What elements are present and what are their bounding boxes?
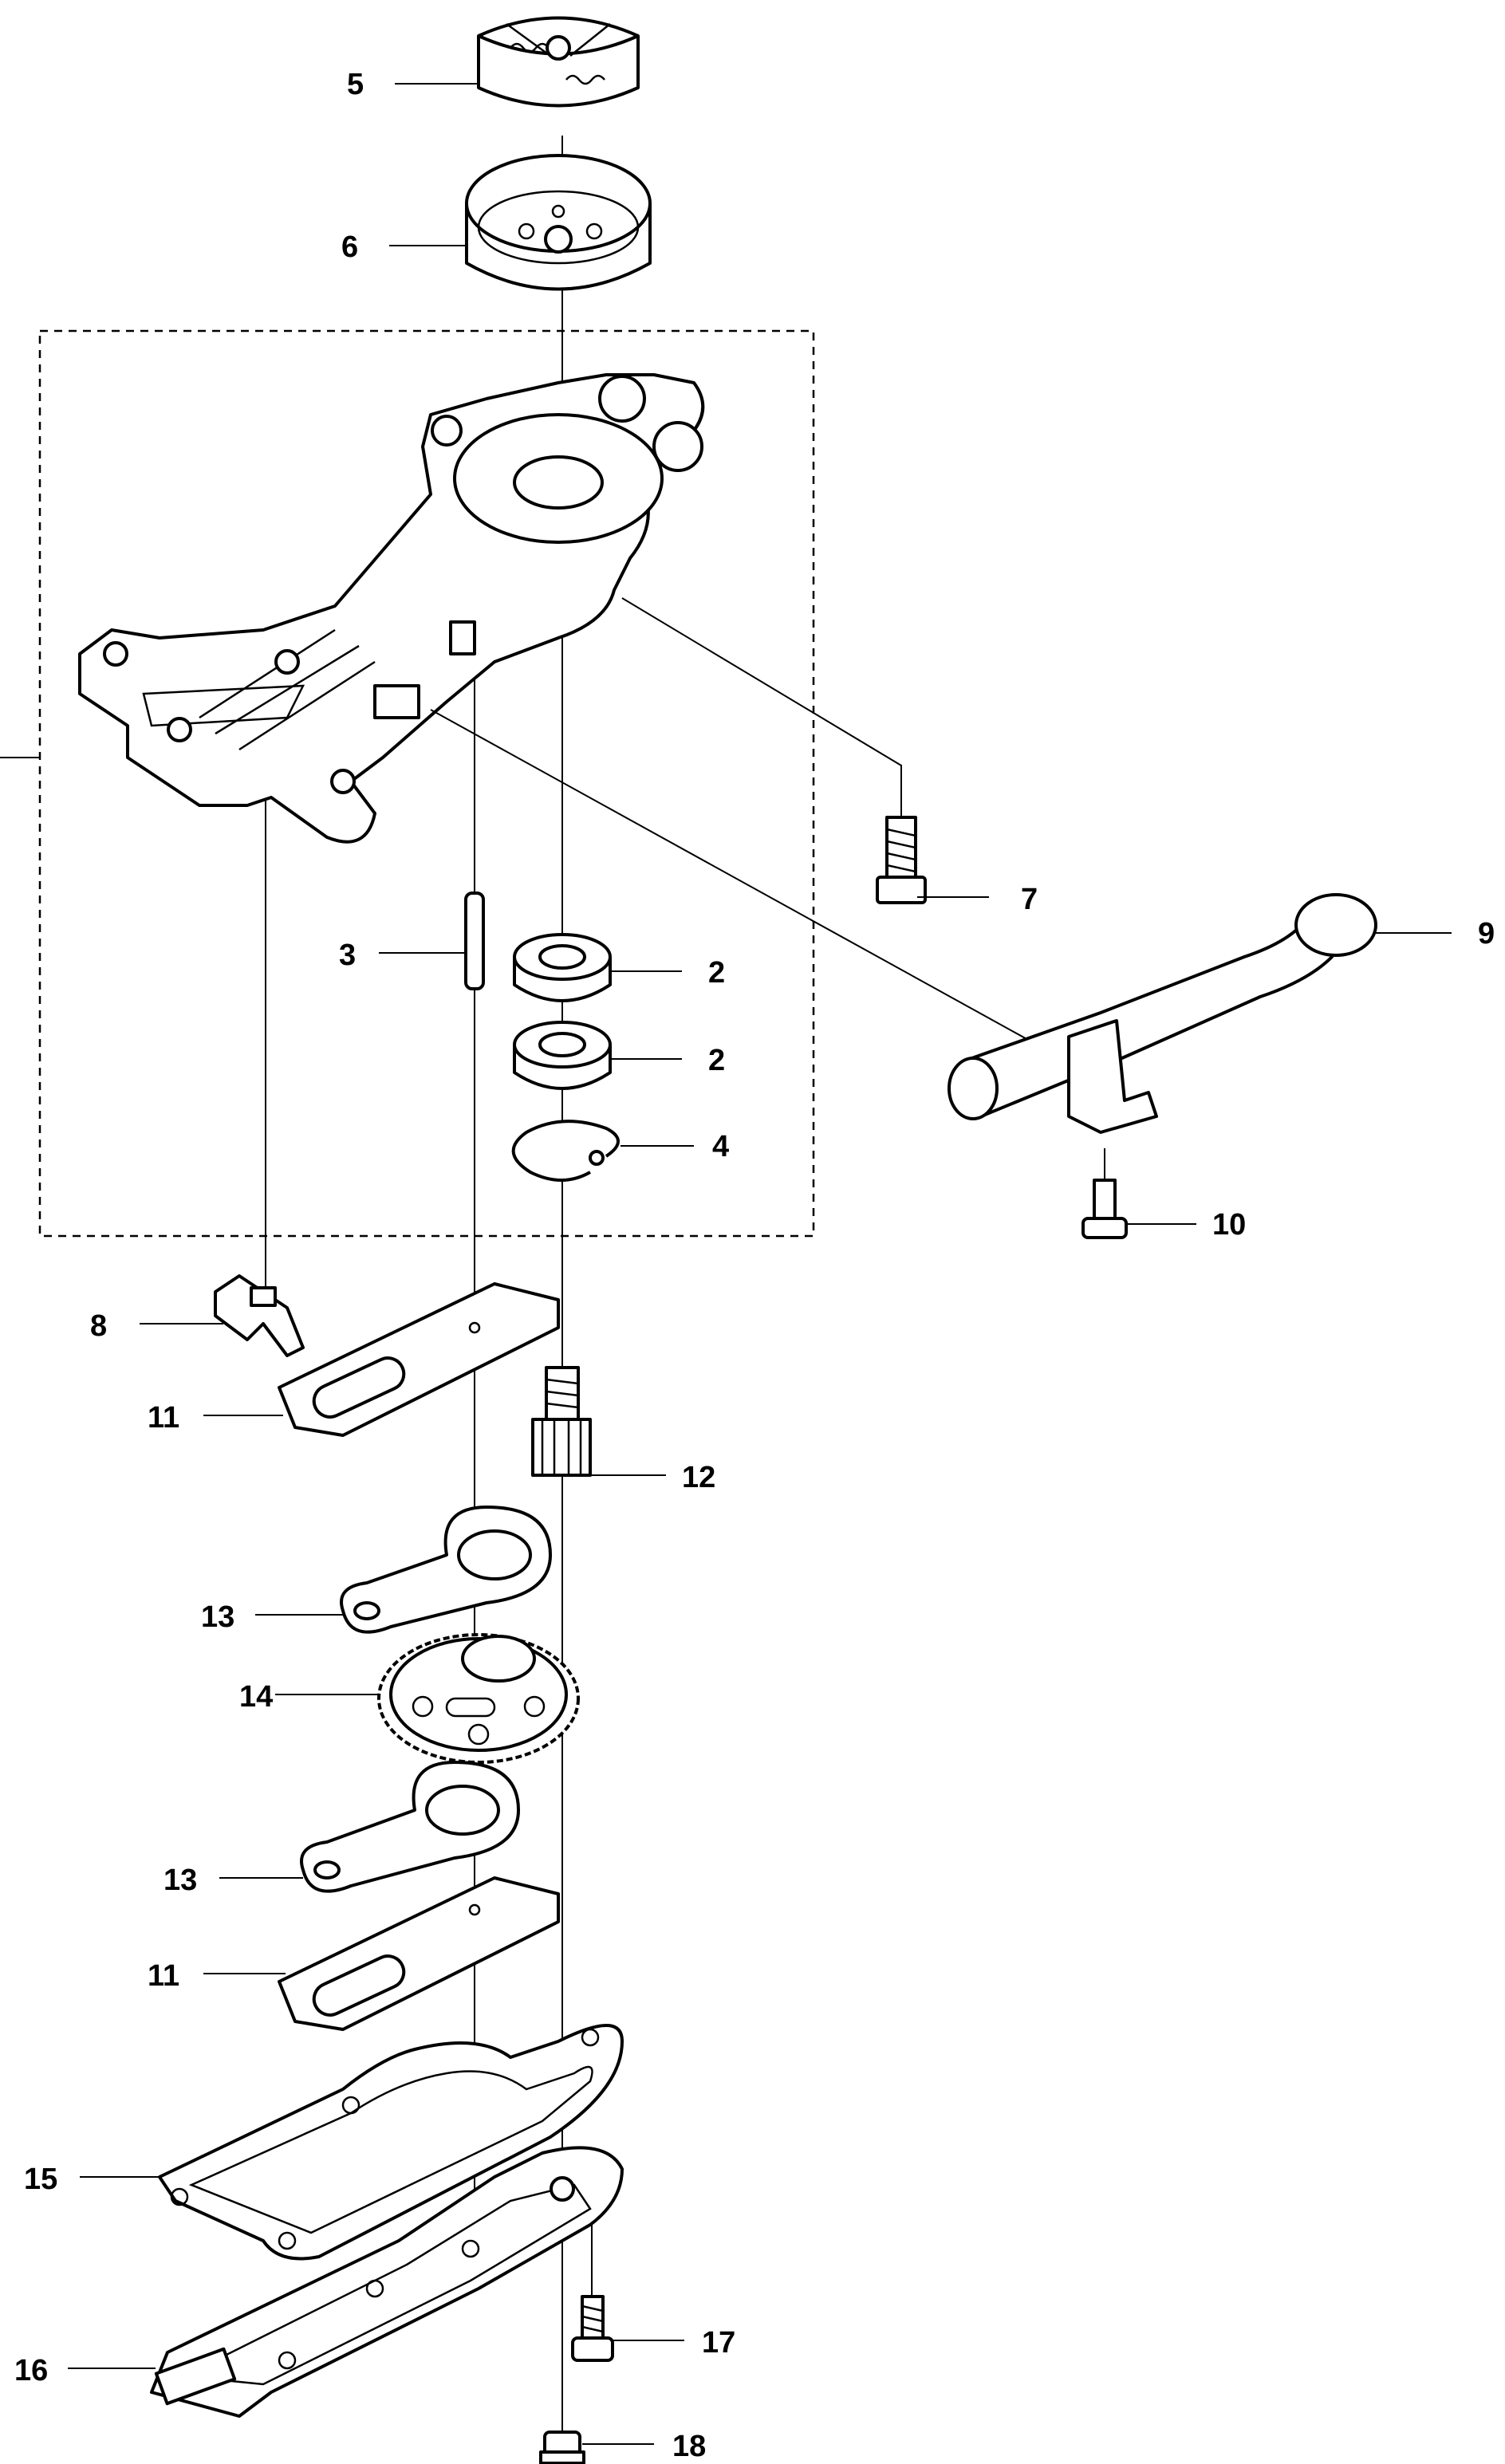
part-6-clutch-drum [465,154,652,291]
part-2-bearing-top [513,933,612,1002]
part-9-pipe [948,893,1377,1134]
callout-7: 7 [1021,883,1038,916]
leader-9-path [430,709,1038,1045]
part-13-arm-top [340,1506,552,1634]
part-11-plate-bottom [278,1876,560,2031]
callout-8: 8 [90,1309,107,1343]
callout-13a: 13 [201,1600,234,1634]
part-13-arm-bottom [300,1761,520,1893]
callout-11a: 11 [148,1401,179,1435]
callout-11b: 11 [148,1959,179,1993]
callout-14: 14 [239,1680,273,1714]
part-17-screw [571,2295,614,2362]
assembly-group-box [38,329,815,1238]
part-10-screw [1081,1148,1128,1239]
part-7-screw [876,816,927,904]
callout-2b: 2 [708,1044,725,1077]
part-5-clutch [477,16,640,108]
callout-18: 18 [672,2430,706,2463]
part-14-gear [377,1633,580,1764]
callout-2a: 2 [708,956,725,990]
callout-5: 5 [347,68,364,101]
callout-13b: 13 [164,1864,197,1897]
callout-12: 12 [682,1461,715,1494]
part-15-gasket [158,2024,624,2261]
part-18-plug [539,2431,585,2464]
part-4-circlip [511,1120,620,1182]
leader-7-path [621,597,902,821]
part-12-pinion [531,1366,592,1477]
callout-10: 10 [1212,1208,1246,1242]
callout-15: 15 [24,2163,57,2196]
callout-6: 6 [341,230,358,264]
part-11-plate-top [278,1282,560,1437]
callout-17: 17 [702,2326,735,2360]
part-16-gear-cover [150,2146,624,2418]
part-2-bearing-bottom [513,1021,612,1090]
leader-lines [68,83,1452,2445]
part-8-bracket [214,1274,305,1357]
callout-16: 16 [14,2354,48,2387]
callout-3: 3 [339,939,356,972]
callout-4: 4 [712,1130,729,1163]
callout-9: 9 [1478,917,1495,951]
gear-housing [78,373,705,844]
part-3-pin [464,892,485,990]
